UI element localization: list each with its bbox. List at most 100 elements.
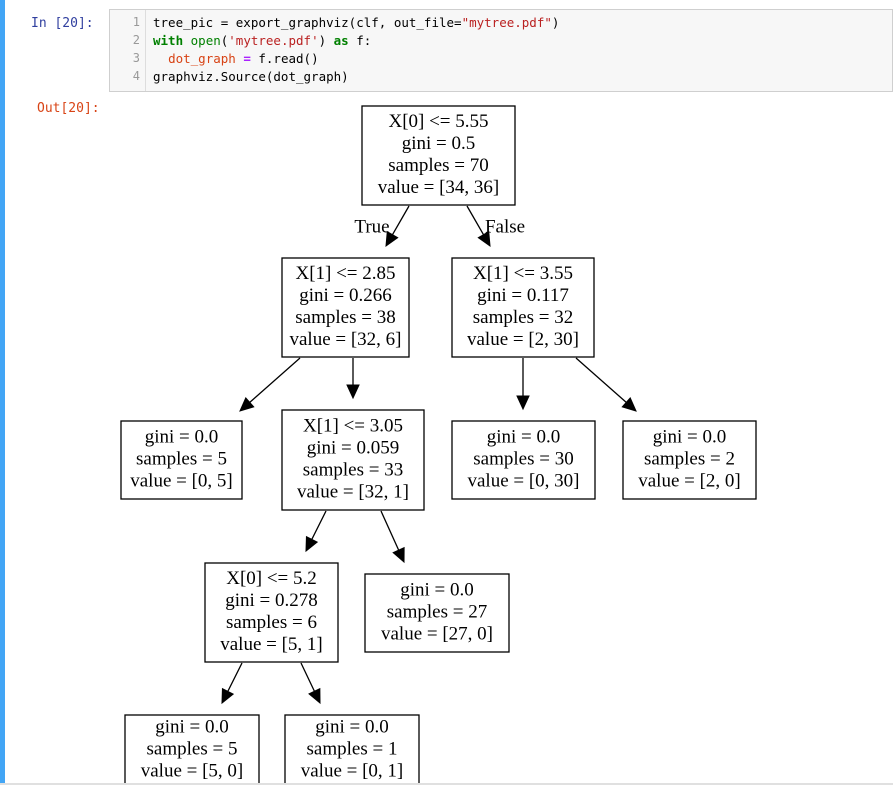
arrowhead-icon — [385, 230, 399, 248]
tree-edge — [221, 662, 243, 705]
node-text: X[0] <= 5.55 — [388, 111, 488, 132]
code-token: graphviz.Source(dot_graph) — [153, 69, 349, 84]
node-text: X[0] <= 5.2 — [226, 568, 317, 589]
node-text: X[1] <= 2.85 — [295, 263, 395, 284]
arrowhead-icon — [221, 687, 235, 705]
arrowhead-icon — [308, 687, 321, 705]
edge-line — [466, 205, 485, 236]
node-text: gini = 0.0 — [145, 426, 219, 447]
node-text: gini = 0.0 — [315, 716, 389, 737]
node-box — [451, 257, 595, 358]
line-number: 2 — [132, 33, 140, 47]
code-line-4: graphviz.Source(dot_graph) — [153, 69, 349, 84]
input-prompt: In [20]: — [31, 16, 94, 31]
arrowhead-icon — [239, 396, 255, 412]
node-text: gini = 0.059 — [307, 437, 400, 458]
node-text: gini = 0.0 — [653, 426, 727, 447]
node-box — [361, 105, 516, 206]
code-token: ) — [318, 33, 334, 48]
node-box — [124, 714, 260, 785]
tree-edge — [346, 358, 360, 400]
tree-edge: False — [466, 205, 525, 248]
tree-edge — [516, 358, 530, 411]
node-text: value = [32, 6] — [289, 329, 401, 350]
line-number-gutter: 1 2 3 4 — [110, 10, 146, 91]
node-text: value = [0, 1] — [301, 760, 404, 781]
node-box — [120, 420, 243, 500]
arrowhead-icon — [621, 396, 637, 412]
node-box — [204, 562, 339, 663]
node-text: gini = 0.278 — [225, 590, 318, 611]
code-line-2: with open('mytree.pdf') as f: — [153, 33, 371, 48]
node-box — [622, 420, 757, 500]
horizontal-scrollbar[interactable] — [0, 783, 893, 785]
node-text: gini = 0.266 — [299, 285, 392, 306]
code-builtin: open — [190, 33, 221, 48]
arrowhead-icon — [477, 230, 491, 248]
edge-line — [249, 357, 301, 403]
node-box — [281, 409, 425, 511]
line-number: 4 — [132, 69, 140, 83]
output-prompt: Out[20]: — [37, 101, 100, 116]
tree-edge — [305, 510, 327, 553]
edge-line — [311, 510, 327, 540]
code-editor[interactable]: 1 2 3 4 tree_pic = export_graphviz(clf, … — [109, 9, 893, 92]
node-text: samples = 38 — [295, 307, 395, 328]
node-text: samples = 33 — [303, 459, 403, 480]
node-text: gini = 0.5 — [402, 133, 476, 154]
node-text: samples = 6 — [226, 612, 317, 633]
tree-edge — [239, 357, 301, 412]
node-text: value = [2, 30] — [467, 329, 579, 350]
code-token: ( — [220, 33, 229, 48]
code-variable: dot_graph — [168, 51, 236, 66]
node-text: samples = 5 — [136, 448, 227, 469]
node-text: gini = 0.0 — [487, 426, 561, 447]
node-text: samples = 30 — [473, 448, 573, 469]
code-operator: = — [243, 51, 251, 66]
node-text: value = [5, 0] — [141, 760, 244, 781]
edge-line — [575, 357, 627, 403]
node-text: value = [5, 1] — [220, 634, 323, 655]
node-text: samples = 2 — [644, 448, 735, 469]
code-token: f.read() — [250, 51, 319, 66]
edge-label: False — [485, 216, 525, 237]
selected-cell-indicator — [0, 0, 5, 785]
edge-line — [227, 662, 243, 692]
code-string: 'mytree.pdf' — [228, 33, 319, 48]
tree-edge — [380, 510, 405, 564]
edge-line — [300, 662, 316, 692]
code-line-1: tree_pic = export_graphviz(clf, out_file… — [153, 15, 559, 30]
arrowhead-icon — [305, 535, 319, 553]
code-keyword: as — [333, 33, 349, 48]
node-box — [281, 257, 410, 358]
node-text: value = [0, 30] — [467, 470, 579, 491]
node-text: value = [0, 5] — [130, 470, 233, 491]
node-box — [451, 420, 596, 500]
node-text: value = [2, 0] — [638, 470, 741, 491]
node-text: samples = 1 — [307, 738, 398, 759]
node-text: value = [34, 36] — [378, 177, 500, 198]
tree-edge: True — [354, 205, 410, 248]
tree-edge — [300, 662, 321, 705]
arrowhead-icon — [516, 395, 530, 411]
node-text: value = [32, 1] — [297, 481, 409, 502]
code-line-3: dot_graph = f.read() — [153, 51, 319, 66]
line-number: 1 — [132, 15, 140, 29]
line-number: 3 — [132, 51, 140, 65]
node-text: X[1] <= 3.55 — [473, 263, 573, 284]
code-string: "mytree.pdf" — [461, 15, 552, 30]
edge-line — [380, 510, 400, 551]
edge-label: True — [354, 216, 389, 237]
code-token: tree_pic = export_graphviz(clf, out_file… — [153, 15, 462, 30]
node-text: gini = 0.0 — [400, 579, 474, 600]
